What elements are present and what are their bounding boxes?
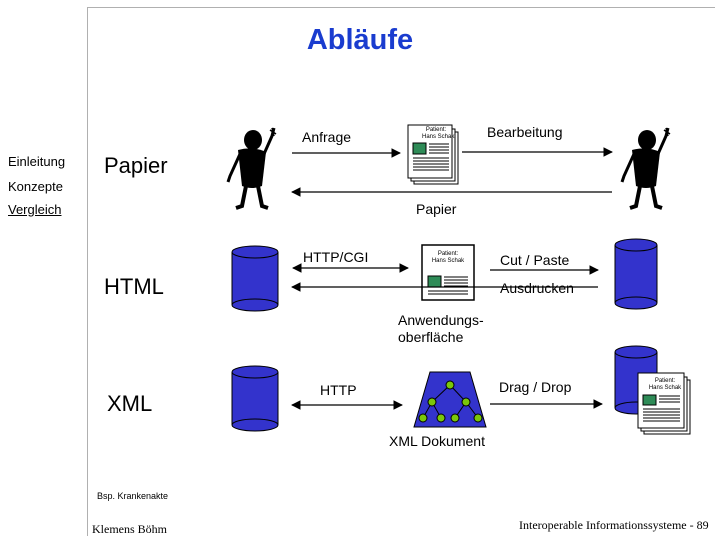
label-cut-paste: Cut / Paste [500, 252, 570, 268]
row-label-xml: XML [107, 391, 153, 416]
doc-caption-line1: Patient: [425, 127, 447, 133]
nav-vergleich[interactable]: Vergleich [8, 202, 62, 217]
window-caption: Patient: Hans Schak [426, 251, 470, 265]
label-xml-dokument: XML Dokument [389, 433, 485, 449]
document-stack-right-icon [637, 372, 691, 435]
xml-tree-document-icon [413, 371, 487, 428]
label-bearbeitung: Bearbeitung [487, 124, 563, 140]
person-right-icon [620, 127, 671, 210]
label-ausdrucken: Ausdrucken [500, 280, 574, 296]
doc-right-caption-line2: Hans Schak [648, 385, 682, 391]
database-cylinder-xml-icon [231, 365, 279, 432]
doc-right-caption-line1: Patient: [654, 378, 676, 384]
nav-konzepte[interactable]: Konzepte [8, 179, 63, 194]
doc-right-caption: Patient: Hans Schak [646, 378, 684, 392]
row-label-html: HTML [104, 274, 164, 299]
example-note: Bsp. Krankenakte [97, 491, 169, 501]
database-cylinder-right-icon [614, 238, 658, 310]
label-anwendungsoberflaeche: Anwendungs- oberfläche [398, 312, 484, 346]
application-window-icon [421, 244, 475, 301]
label-drag-drop: Drag / Drop [499, 379, 572, 395]
footer-author: Klemens Böhm [92, 522, 167, 536]
slide-frame [87, 7, 715, 536]
label-anfrage: Anfrage [302, 129, 352, 145]
nav-einleitung[interactable]: Einleitung [8, 154, 66, 169]
person-left-icon [226, 127, 277, 210]
doc-caption: Patient: Hans Schak [422, 127, 455, 141]
label-http-cgi: HTTP/CGI [303, 249, 369, 265]
database-cylinder-left-icon [231, 245, 279, 312]
label-anwendungs-line1: Anwendungs- [398, 312, 484, 328]
window-caption-line2: Hans Schak [431, 258, 465, 264]
doc-caption-line2: Hans Schak [422, 134, 455, 140]
slide-title: Abläufe [306, 24, 414, 56]
label-papier-small: Papier [416, 201, 457, 217]
document-stack-icon [407, 124, 459, 185]
row-label-papier: Papier [104, 153, 168, 178]
label-anwendungs-line2: oberfläche [398, 329, 464, 345]
label-http: HTTP [320, 382, 357, 398]
footer-course: Interoperable Informationssysteme - 89 [519, 518, 709, 532]
window-caption-line1: Patient: [437, 251, 459, 257]
